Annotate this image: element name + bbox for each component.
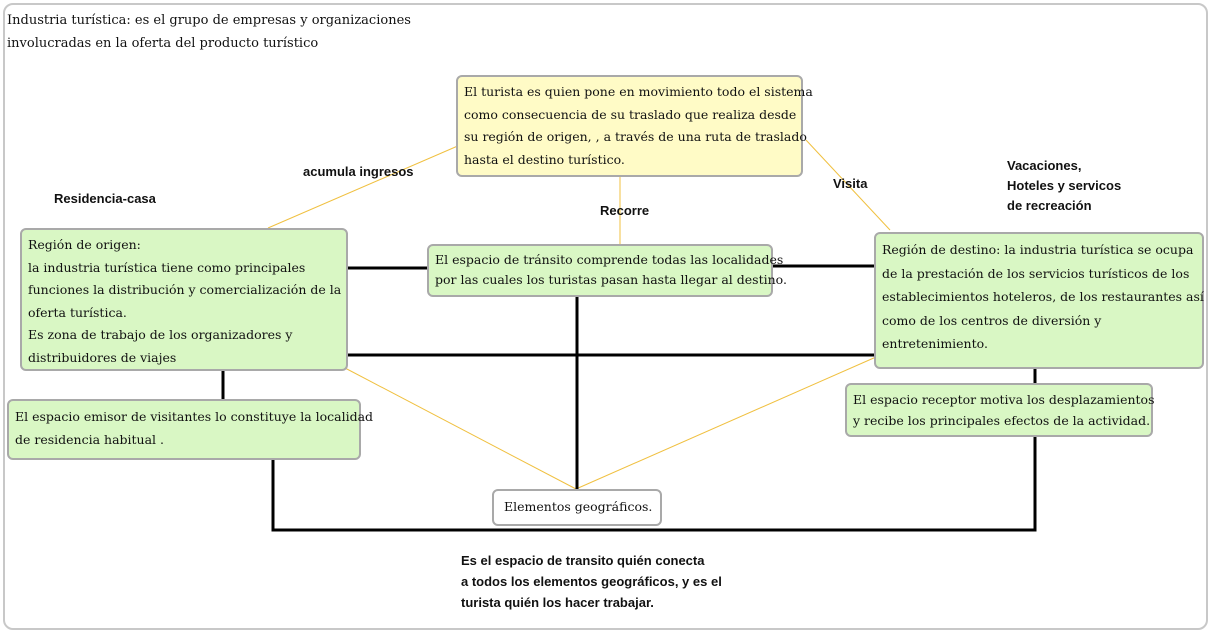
heading-line: involucradas en la oferta del producto t… bbox=[7, 36, 319, 51]
diagram-heading: Industria turística: es el grupo de empr… bbox=[7, 9, 427, 55]
label-visita: Visita bbox=[833, 174, 867, 194]
node-line: El espacio receptor motiva los desplazam… bbox=[853, 392, 1155, 407]
heading-line: Industria turística: es el grupo de empr… bbox=[7, 13, 411, 28]
footer-line: a todos los elementos geográficos, y es … bbox=[461, 574, 722, 589]
thick-connector bbox=[271, 436, 1037, 532]
node-line: como de los centros de diversión y bbox=[882, 312, 1102, 328]
label-text: Recorre bbox=[600, 203, 650, 218]
node-line: Es zona de trabajo de los organizadores … bbox=[28, 327, 293, 342]
node-region-origen: Región de origen: la industria turística… bbox=[20, 228, 348, 371]
node-line: y recibe los principales efectos de la a… bbox=[853, 413, 1151, 428]
label-residencia-casa: Residencia-casa bbox=[54, 189, 156, 209]
node-line: por las cuales los turistas pasan hasta … bbox=[435, 272, 787, 287]
node-line: establecimientos hoteleros, de los resta… bbox=[882, 289, 1204, 304]
node-line: hasta el destino turístico. bbox=[464, 151, 625, 167]
node-line: la industria turística tiene como princi… bbox=[28, 259, 306, 275]
node-espacio-transito: El espacio de tránsito comprende todas l… bbox=[427, 244, 787, 297]
label-text: de recreación bbox=[1007, 198, 1092, 213]
label-text: Visita bbox=[833, 176, 868, 191]
thin-connector bbox=[805, 139, 891, 231]
node-line: como consecuencia de su traslado que rea… bbox=[464, 106, 797, 122]
label-text: Residencia-casa bbox=[54, 191, 156, 206]
label-vacaciones: Vacaciones, Hoteles y servicos de recrea… bbox=[1007, 156, 1121, 216]
node-line: El espacio de tránsito comprende todas l… bbox=[435, 252, 784, 267]
node-line: de residencia habitual . bbox=[15, 432, 165, 447]
node-region-destino: Región de destino: la industria turístic… bbox=[874, 232, 1204, 369]
label-text: acumula ingresos bbox=[303, 164, 414, 179]
node-line: su región de origen, , a través de una r… bbox=[464, 129, 807, 144]
footer-line: Es el espacio de transito quién conecta bbox=[461, 553, 705, 568]
node-line: entretenimiento. bbox=[882, 336, 988, 351]
node-line: oferta turística. bbox=[28, 304, 127, 320]
node-line: Región de origen: bbox=[28, 237, 141, 252]
node-line: de la prestación de los servicios turíst… bbox=[882, 265, 1190, 281]
footer-note: Es el espacio de transito quién conecta … bbox=[461, 550, 722, 613]
node-line: distribuidores de viajes bbox=[28, 349, 177, 365]
node-line: Elementos geográficos. bbox=[504, 499, 653, 514]
node-line: El espacio emisor de visitantes lo const… bbox=[15, 409, 374, 424]
label-acumula-ingresos: acumula ingresos bbox=[303, 162, 414, 182]
footer-line: turista quién los hacer trabajar. bbox=[461, 595, 654, 610]
node-espacio-receptor: El espacio receptor motiva los desplazam… bbox=[845, 383, 1155, 437]
node-line: Región de destino: la industria turístic… bbox=[882, 242, 1194, 257]
node-espacio-emisor: El espacio emisor de visitantes lo const… bbox=[7, 399, 374, 460]
label-text: Hoteles y servicos bbox=[1007, 178, 1122, 193]
label-text: Vacaciones, bbox=[1007, 158, 1082, 173]
thin-connector bbox=[267, 144, 461, 229]
node-line: El turista es quien pone en movimiento t… bbox=[464, 84, 813, 99]
thin-connector bbox=[575, 356, 877, 490]
thin-connector bbox=[344, 367, 577, 490]
node-line: funciones la distribución y comercializa… bbox=[28, 282, 342, 297]
node-elementos-geograficos: Elementos geográficos. bbox=[492, 489, 662, 526]
label-recorre: Recorre bbox=[600, 201, 649, 221]
node-turista: El turista es quien pone en movimiento t… bbox=[456, 75, 813, 177]
